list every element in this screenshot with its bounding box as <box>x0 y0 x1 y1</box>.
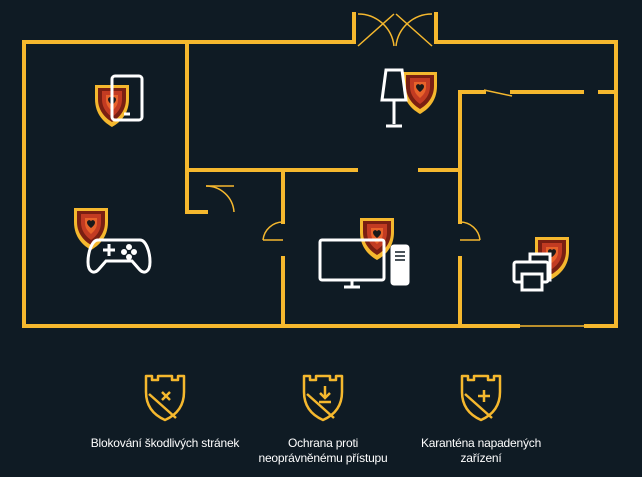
printer-device[interactable] <box>512 237 569 292</box>
floor-plan <box>22 12 618 328</box>
printer-icon <box>512 252 552 292</box>
floor-plan-walls <box>22 12 618 328</box>
door-swings <box>22 13 586 327</box>
game-controller-icon <box>86 238 152 274</box>
shield-x-icon <box>144 374 186 422</box>
shield-download-icon <box>302 374 344 422</box>
desktop-computer-icon <box>318 238 410 289</box>
tablet-icon <box>110 74 144 122</box>
feature-unauthorized-access: Ochrana proti neoprávněnému přístupu <box>238 370 408 466</box>
feature-label: Ochrana proti neoprávněnému přístupu <box>258 436 388 465</box>
feature-label: Karanténa napadených zařízení <box>420 436 542 465</box>
security-shield-icon <box>403 72 437 114</box>
lamp-device[interactable] <box>380 68 437 128</box>
shield-plus-icon <box>460 374 502 422</box>
lamp-icon <box>380 68 408 128</box>
tablet-device[interactable] <box>95 74 144 127</box>
feature-list: Blokování škodlivých stránek Ochrana pro… <box>0 370 642 477</box>
game-controller-device[interactable] <box>74 208 152 274</box>
feature-label: Blokování škodlivých stránek <box>90 436 240 450</box>
feature-quarantine: Karanténa napadených zařízení <box>396 370 566 466</box>
feature-block-malicious-sites: Blokování škodlivých stránek <box>80 370 250 451</box>
desktop-computer-device[interactable] <box>318 218 410 289</box>
